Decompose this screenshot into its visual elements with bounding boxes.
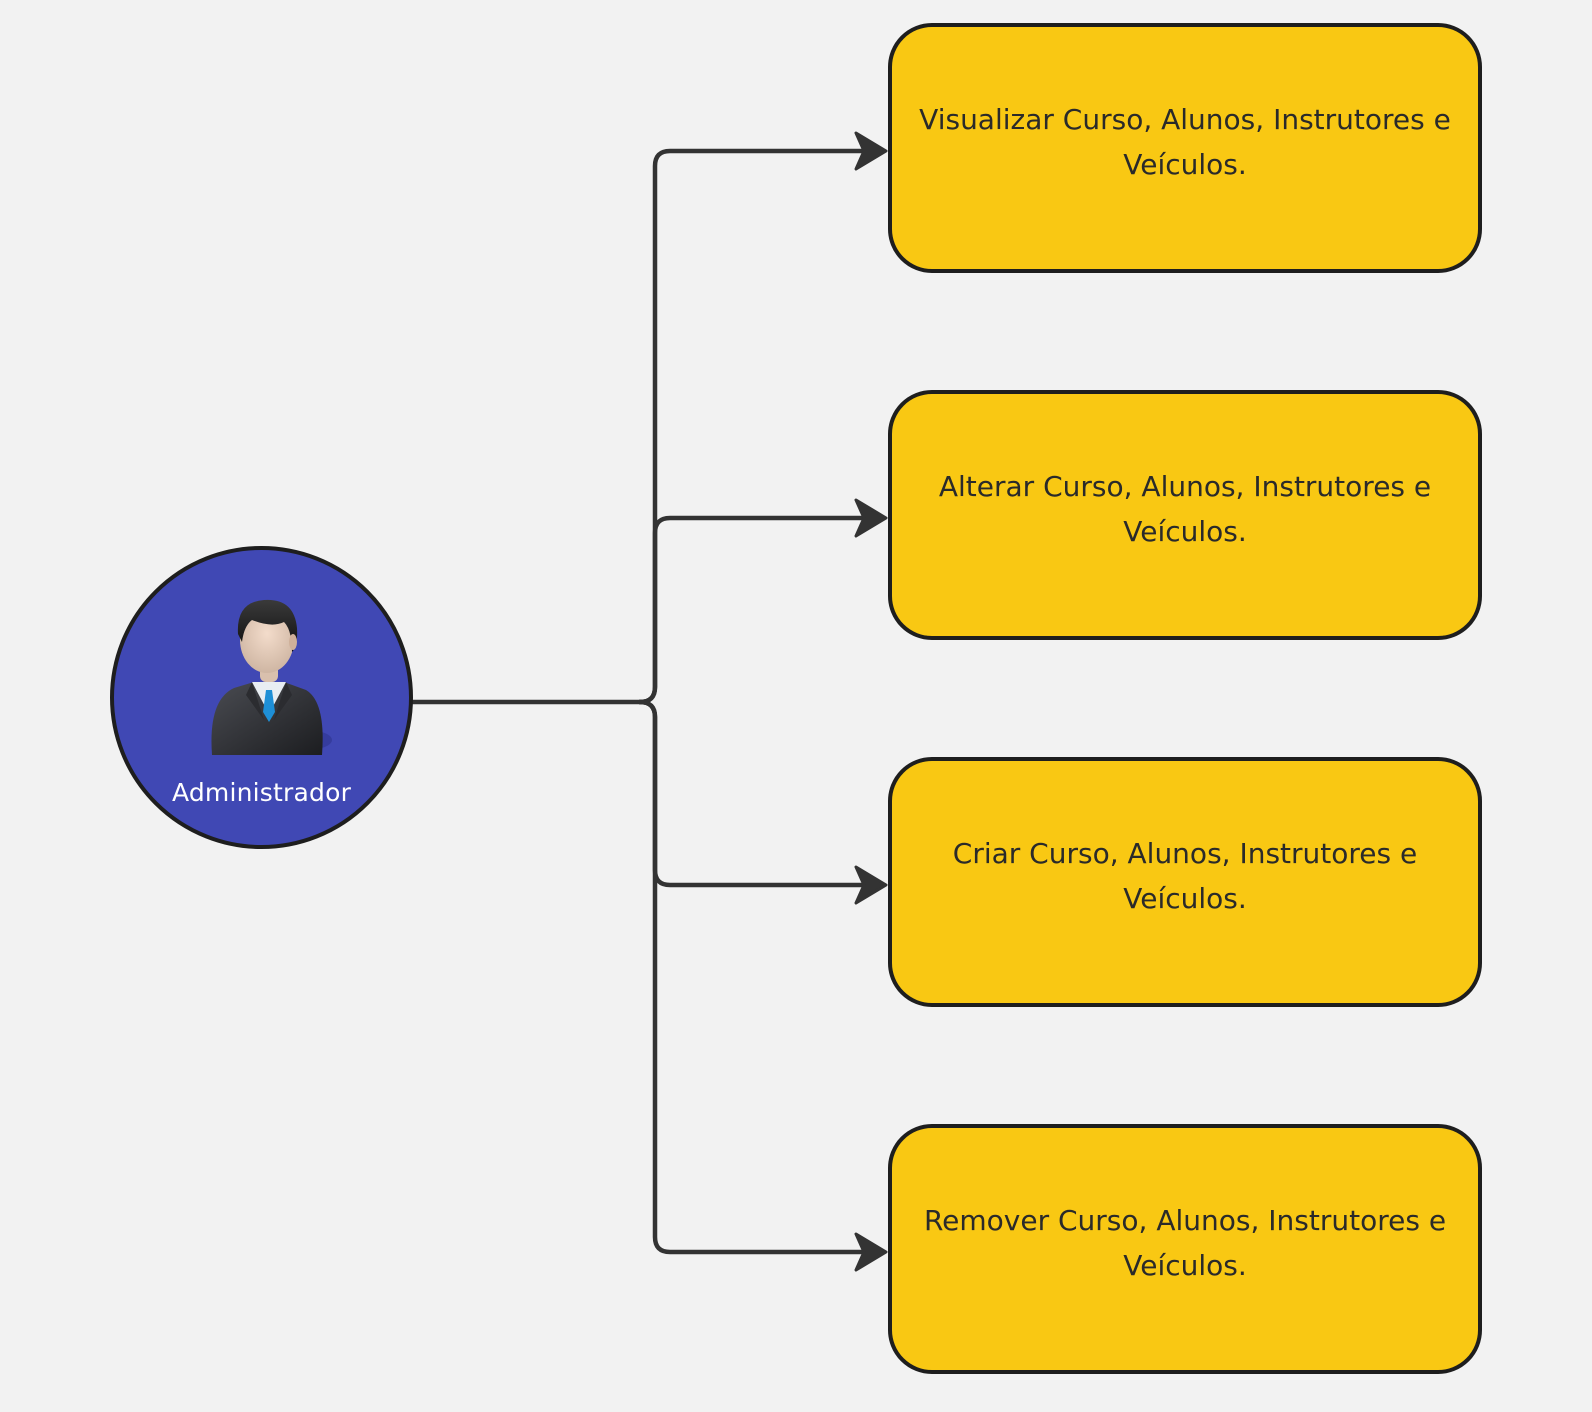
actor-administrador[interactable]: Administrador	[110, 546, 413, 849]
actor-label: Administrador	[171, 778, 352, 807]
use-case-label: Remover Curso, Alunos, Instrutores e Veí…	[923, 1204, 1447, 1282]
businessman-icon	[211, 599, 332, 755]
arrowhead-icon	[854, 865, 888, 905]
use-case-label: Criar Curso, Alunos, Instrutores e Veícu…	[952, 837, 1418, 915]
connector-to-alterar	[637, 515, 879, 705]
use-case-criar[interactable]: Criar Curso, Alunos, Instrutores e Veícu…	[888, 757, 1482, 1007]
arrowhead-icon	[854, 131, 888, 171]
arrowhead-icon	[854, 1232, 888, 1272]
connector-to-remover	[637, 699, 879, 1255]
connector-to-visualizar	[637, 148, 879, 705]
use-case-label: Visualizar Curso, Alunos, Instrutores e …	[919, 103, 1451, 181]
use-case-label: Alterar Curso, Alunos, Instrutores e Veí…	[938, 470, 1432, 548]
arrowhead-icon	[854, 498, 888, 538]
connector-to-criar	[637, 699, 879, 888]
use-case-visualizar[interactable]: Visualizar Curso, Alunos, Instrutores e …	[888, 23, 1482, 273]
use-case-remover[interactable]: Remover Curso, Alunos, Instrutores e Veí…	[888, 1124, 1482, 1374]
use-case-alterar[interactable]: Alterar Curso, Alunos, Instrutores e Veí…	[888, 390, 1482, 640]
